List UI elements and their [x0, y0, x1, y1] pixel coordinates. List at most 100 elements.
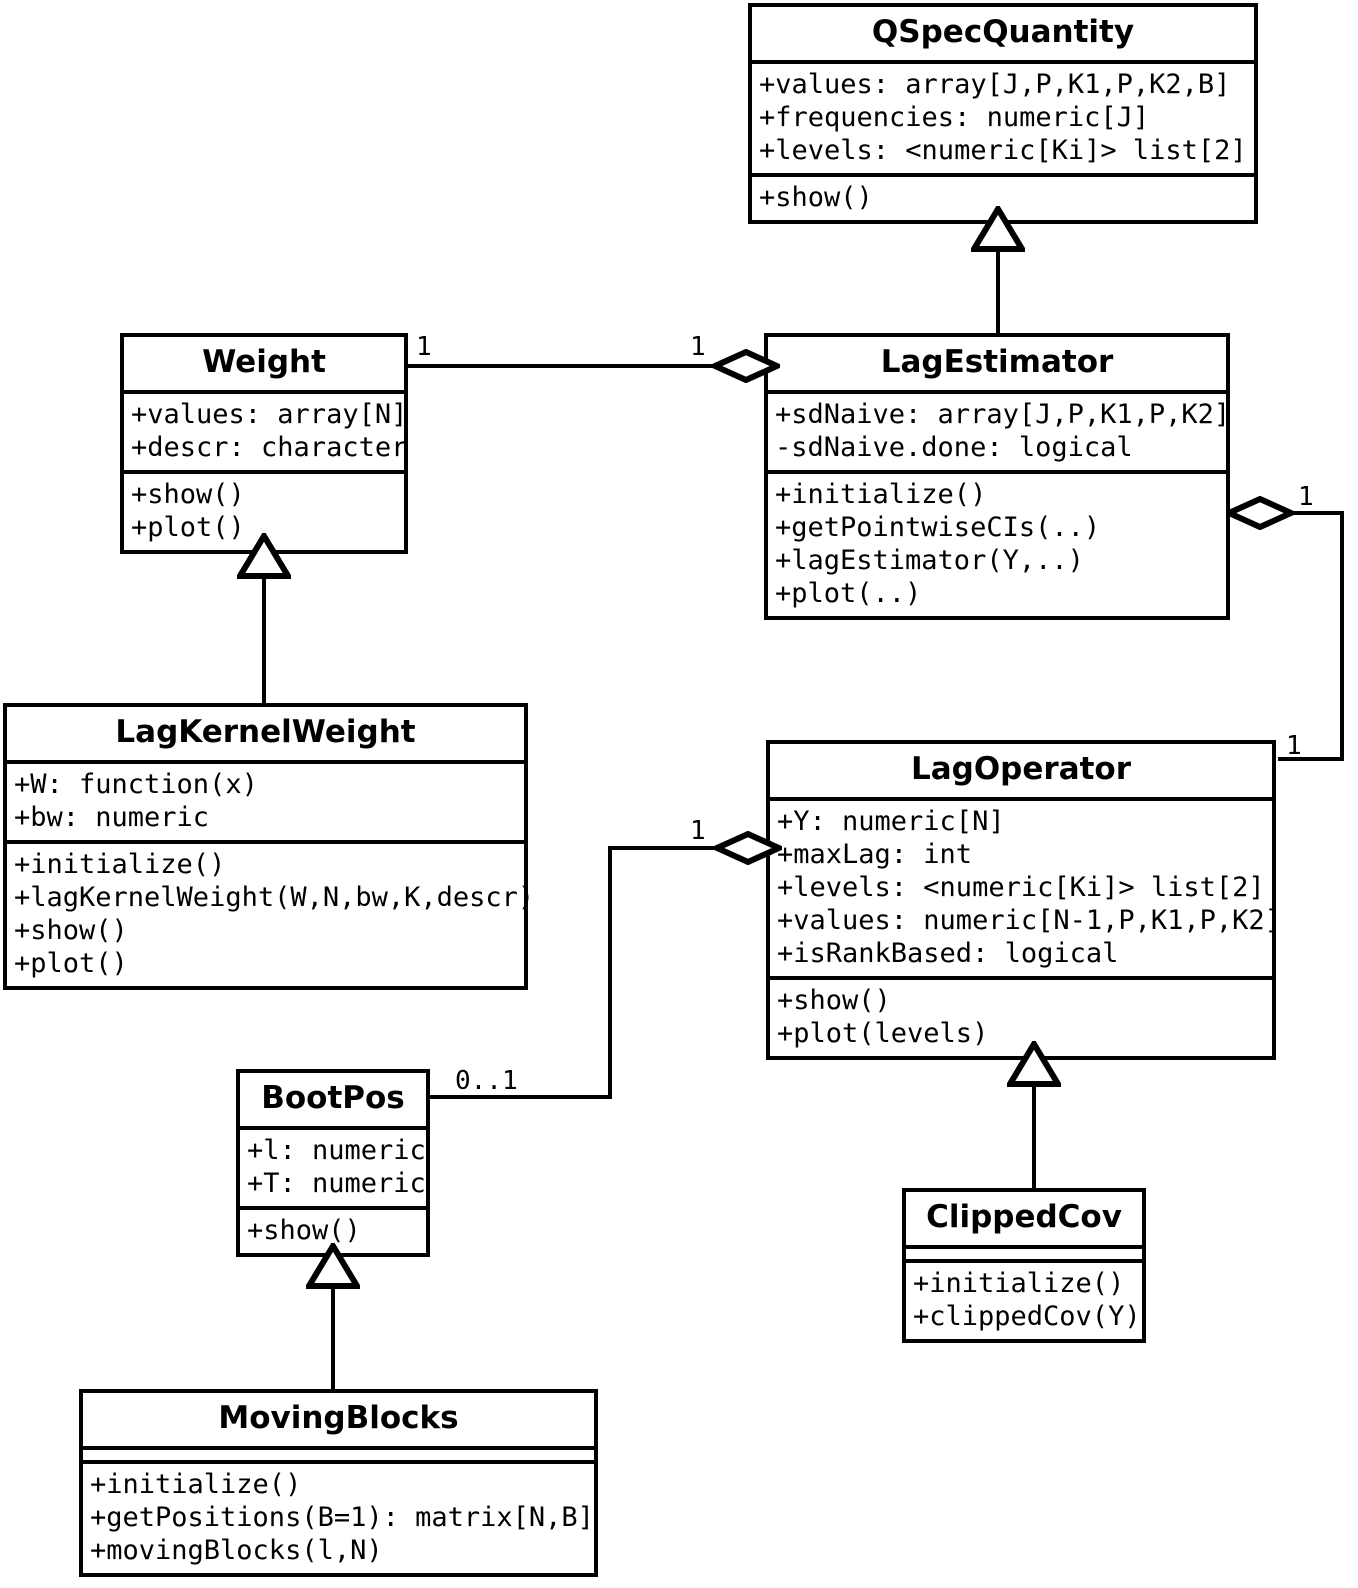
generalization-line-movingblocks-bootpos [331, 1285, 335, 1391]
class-separator [752, 60, 1254, 64]
class-box-bootpos[interactable]: BootPos +l: numeric +T: numeric +show() [236, 1069, 430, 1257]
multiplicity-weight-right: 1 [416, 332, 432, 362]
class-separator [906, 1245, 1142, 1249]
methods-compartment-movingblocks: +initialize() +getPositions(B=1): matrix… [83, 1464, 594, 1573]
association-line-weight-lagestimator [408, 364, 760, 368]
association-line-bootpos-lagoperator-upper [608, 846, 778, 850]
generalization-arrowhead-lagoperator [1007, 1041, 1061, 1087]
generalization-arrowhead-qspecquantity [971, 206, 1025, 252]
method-row: +plot(levels) [777, 1018, 989, 1049]
multiplicity-lagestimator-right: 1 [1298, 482, 1314, 512]
method-row: +show() [777, 985, 891, 1016]
class-box-movingblocks[interactable]: MovingBlocks +initialize() +getPositions… [79, 1389, 598, 1577]
method-row: +lagEstimator(Y,..) [775, 545, 1084, 576]
class-name-lagkernelweight: LagKernelWeight [115, 714, 416, 750]
methods-compartment-bootpos: +show() [240, 1210, 426, 1253]
class-name-clippedcov: ClippedCov [926, 1199, 1122, 1235]
multiplicity-lagoperator-left: 1 [690, 816, 706, 846]
multiplicity-lagoperator-topright: 1 [1286, 731, 1302, 761]
generalization-line-lagestimator-qspecquantity [996, 248, 1000, 335]
class-box-lagoperator[interactable]: LagOperator +Y: numeric[N] +maxLag: int … [766, 740, 1281, 1060]
class-box-lagkernelweight[interactable]: LagKernelWeight +W: function(x) +bw: num… [3, 703, 535, 990]
class-name-weight: Weight [202, 344, 326, 380]
class-separator [752, 173, 1254, 177]
method-row: +show() [14, 915, 128, 946]
method-row: +show() [247, 1215, 361, 1246]
class-separator [768, 470, 1226, 474]
method-row: +initialize() [775, 479, 987, 510]
class-separator [770, 976, 1272, 980]
methods-compartment-lagestimator: +initialize() +getPointwiseCIs(..) +lagE… [768, 474, 1226, 616]
attributes-compartment-bootpos: +l: numeric +T: numeric [240, 1130, 426, 1206]
generalization-arrowhead-bootpos [306, 1243, 360, 1289]
multiplicity-bootpos-right: 0..1 [455, 1066, 518, 1096]
attributes-compartment-lagestimator: +sdNaive: array[J,P,K1,P,K2] -sdNaive.do… [768, 394, 1231, 470]
class-name-movingblocks: MovingBlocks [218, 1400, 459, 1436]
attributes-compartment-lagkernelweight: +W: function(x) +bw: numeric [7, 764, 524, 840]
method-row: +getPositions(B=1): matrix[N,B] [90, 1502, 594, 1533]
attribute-row: +frequencies: numeric[J] [759, 102, 1150, 133]
attribute-row: +W: function(x) [14, 769, 258, 800]
generalization-line-clippedcov-lagoperator [1032, 1083, 1036, 1188]
method-row: +plot() [131, 512, 245, 543]
class-name-lagoperator: LagOperator [910, 751, 1132, 787]
attributes-compartment-weight: +values: array[N] +descr: character [124, 394, 408, 470]
association-line-bootpos-lagoperator-lower [430, 1095, 612, 1099]
class-separator [124, 390, 404, 394]
method-row: +lagKernelWeight(W,N,bw,K,descr) [14, 882, 535, 913]
attribute-row: +values: numeric[N-1,P,K1,P,K2] [777, 905, 1281, 936]
attribute-row: +l: numeric [247, 1135, 426, 1166]
attribute-row: +bw: numeric [14, 802, 210, 833]
class-separator [906, 1259, 1142, 1263]
methods-compartment-lagoperator: +show() +plot(levels) [770, 980, 1272, 1056]
association-line-lagestimator-lagoperator-vert [1340, 511, 1344, 759]
attribute-row: +sdNaive: array[J,P,K1,P,K2] [775, 399, 1231, 430]
attribute-row: +maxLag: int [777, 839, 973, 870]
methods-compartment-clippedcov: +initialize() +clippedCov(Y) [906, 1263, 1142, 1339]
method-row: +initialize() [90, 1469, 302, 1500]
method-row: +getPointwiseCIs(..) [775, 512, 1101, 543]
association-line-lagestimator-lagoperator-bottom [1278, 757, 1344, 761]
class-separator [83, 1446, 594, 1450]
methods-compartment-qspecquantity: +show() [752, 177, 1254, 220]
attribute-row: +isRankBased: logical [777, 938, 1119, 969]
attribute-row: +values: array[J,P,K1,P,K2,B] [759, 69, 1231, 100]
method-row: +movingBlocks(l,N) [90, 1535, 383, 1566]
attribute-row: +levels: <numeric[Ki]> list[2] [759, 135, 1247, 166]
class-box-clippedcov[interactable]: ClippedCov +initialize() +clippedCov(Y) [902, 1188, 1146, 1343]
class-separator [7, 840, 524, 844]
method-row: +initialize() [14, 849, 226, 880]
attribute-row: -sdNaive.done: logical [775, 432, 1133, 463]
multiplicity-lagestimator-left: 1 [690, 332, 706, 362]
class-separator [768, 390, 1226, 394]
method-row: +show() [759, 182, 873, 213]
attribute-row: +T: numeric [247, 1168, 426, 1199]
class-box-qspecquantity[interactable]: QSpecQuantity +values: array[J,P,K1,P,K2… [748, 3, 1258, 224]
methods-compartment-lagkernelweight: +initialize() +lagKernelWeight(W,N,bw,K,… [7, 844, 535, 986]
class-separator [770, 797, 1272, 801]
class-box-lagestimator[interactable]: LagEstimator +sdNaive: array[J,P,K1,P,K2… [764, 333, 1230, 620]
method-row: +plot() [14, 948, 128, 979]
class-box-weight[interactable]: Weight +values: array[N] +descr: charact… [120, 333, 408, 554]
attribute-row: +levels: <numeric[Ki]> list[2] [777, 872, 1265, 903]
generalization-line-lagkernelweight-weight [262, 575, 266, 707]
association-line-lagestimator-lagoperator-top [1282, 511, 1344, 515]
association-line-bootpos-lagoperator-vert [608, 846, 612, 1099]
class-name-lagestimator: LagEstimator [880, 344, 1114, 380]
aggregation-diamond-lagestimator-weight [712, 349, 780, 383]
attributes-compartment-clippedcov [906, 1249, 1142, 1259]
method-row: +show() [131, 479, 245, 510]
class-name-qspecquantity: QSpecQuantity [871, 14, 1135, 50]
class-separator [7, 760, 524, 764]
attributes-compartment-lagoperator: +Y: numeric[N] +maxLag: int +levels: <nu… [770, 801, 1281, 976]
class-separator [240, 1206, 426, 1210]
class-separator [124, 470, 404, 474]
class-separator [83, 1460, 594, 1464]
method-row: +initialize() [913, 1268, 1125, 1299]
attribute-row: +Y: numeric[N] [777, 806, 1005, 837]
attribute-row: +values: array[N] [131, 399, 408, 430]
attribute-row: +descr: character [131, 432, 408, 463]
attributes-compartment-movingblocks [83, 1450, 594, 1460]
method-row: +plot(..) [775, 578, 922, 609]
